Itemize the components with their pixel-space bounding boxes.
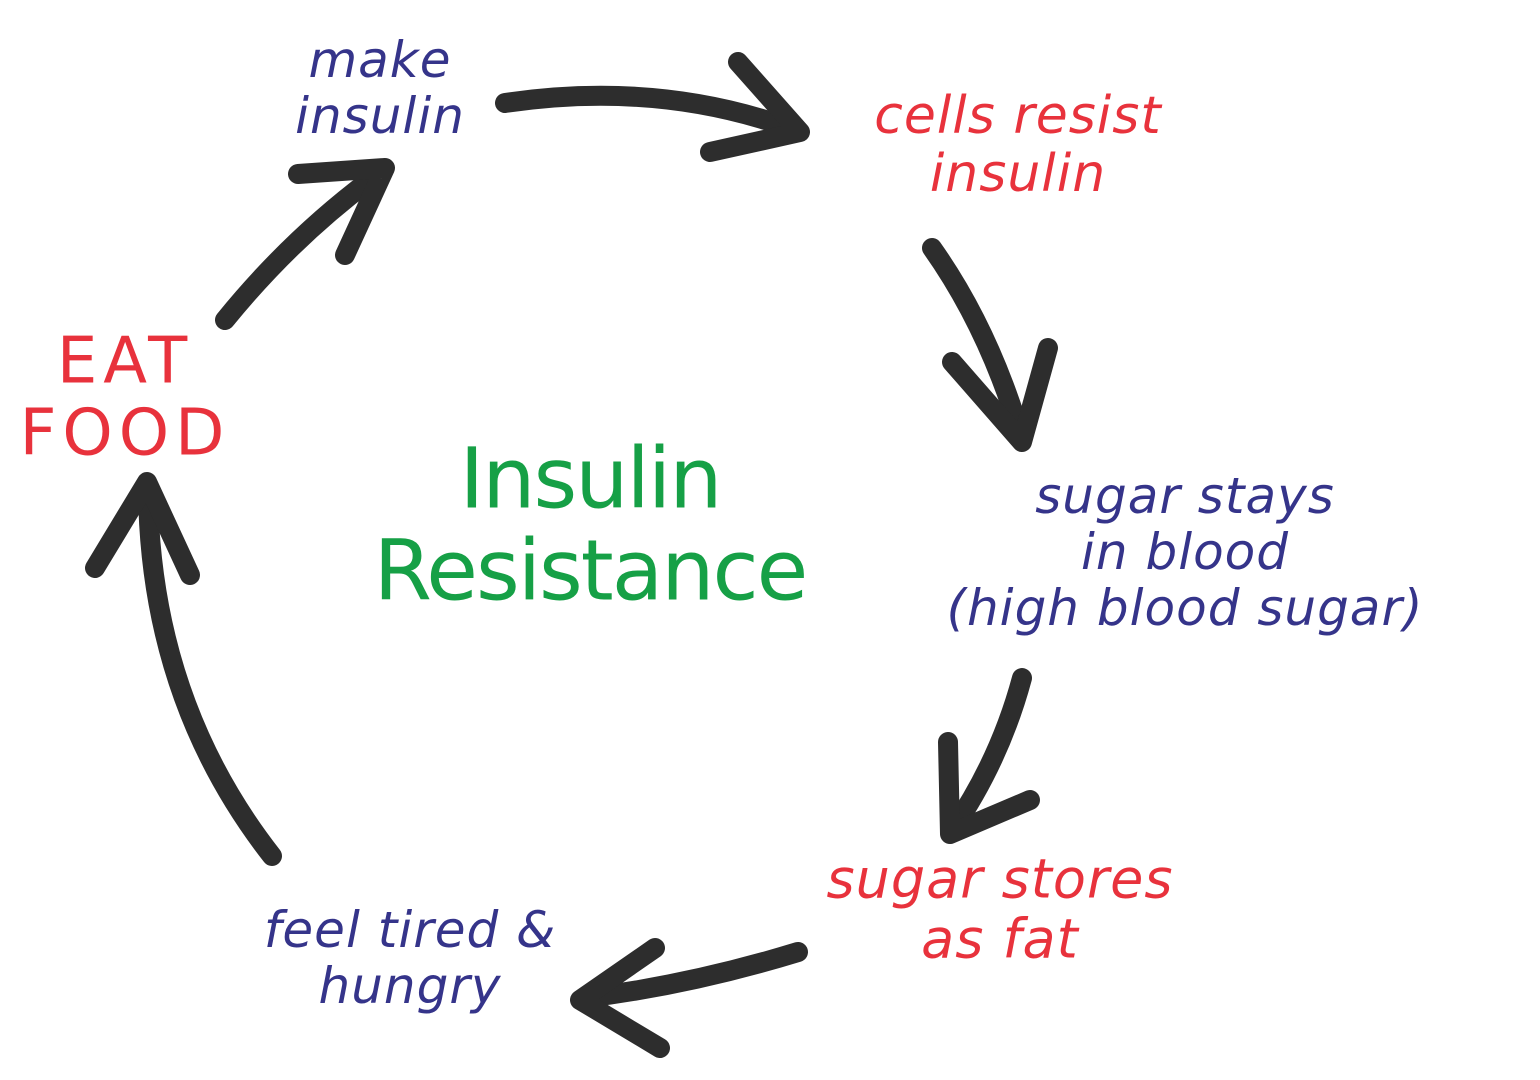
cells-resist-line1: cells resist [874,85,1162,146]
arrow-cells-resist-to-sugar-stays [922,238,1058,452]
sugar-stores-line2: as fat [921,908,1079,971]
make-insulin-line1: make [308,31,452,89]
center-title-line2: Resistance [373,522,809,620]
eat-food-line1: EAT [56,324,194,399]
node-sugar-stores-as-fat: sugar stores as fat [826,847,1174,971]
sugar-stores-line1: sugar stores [826,847,1174,911]
arrow-sugar-stays-to-sugar-stores [938,668,1040,844]
arrow-make-insulin-to-cells-resist [495,52,810,162]
arrow-feel-tired-to-eat-food [85,472,282,866]
sugar-stays-line2: in blood [1080,523,1290,581]
feel-tired-line1: feel tired & [263,901,557,959]
node-eat-food: EAT FOOD [20,326,231,469]
sugar-stays-line3: (high blood sugar) [946,579,1424,637]
node-sugar-stays-in-blood: sugar stays in blood (high blood sugar) [946,468,1423,636]
node-make-insulin: make insulin [295,32,465,144]
node-cells-resist-insulin: cells resist insulin [874,85,1162,204]
cells-resist-line2: insulin [929,144,1107,204]
make-insulin-line2: insulin [295,87,465,145]
eat-food-line2: FOOD [19,396,231,470]
center-title: Insulin Resistance [373,429,809,620]
sugar-stays-line1: sugar stays [1035,467,1335,525]
center-title-line1: Insulin [459,429,723,528]
arrow-sugar-stores-to-feel-tired [570,938,808,1058]
feel-tired-line2: hungry [318,957,502,1015]
arrow-eat-to-make-insulin [215,158,395,330]
node-feel-tired-hungry: feel tired & hungry [264,902,556,1014]
